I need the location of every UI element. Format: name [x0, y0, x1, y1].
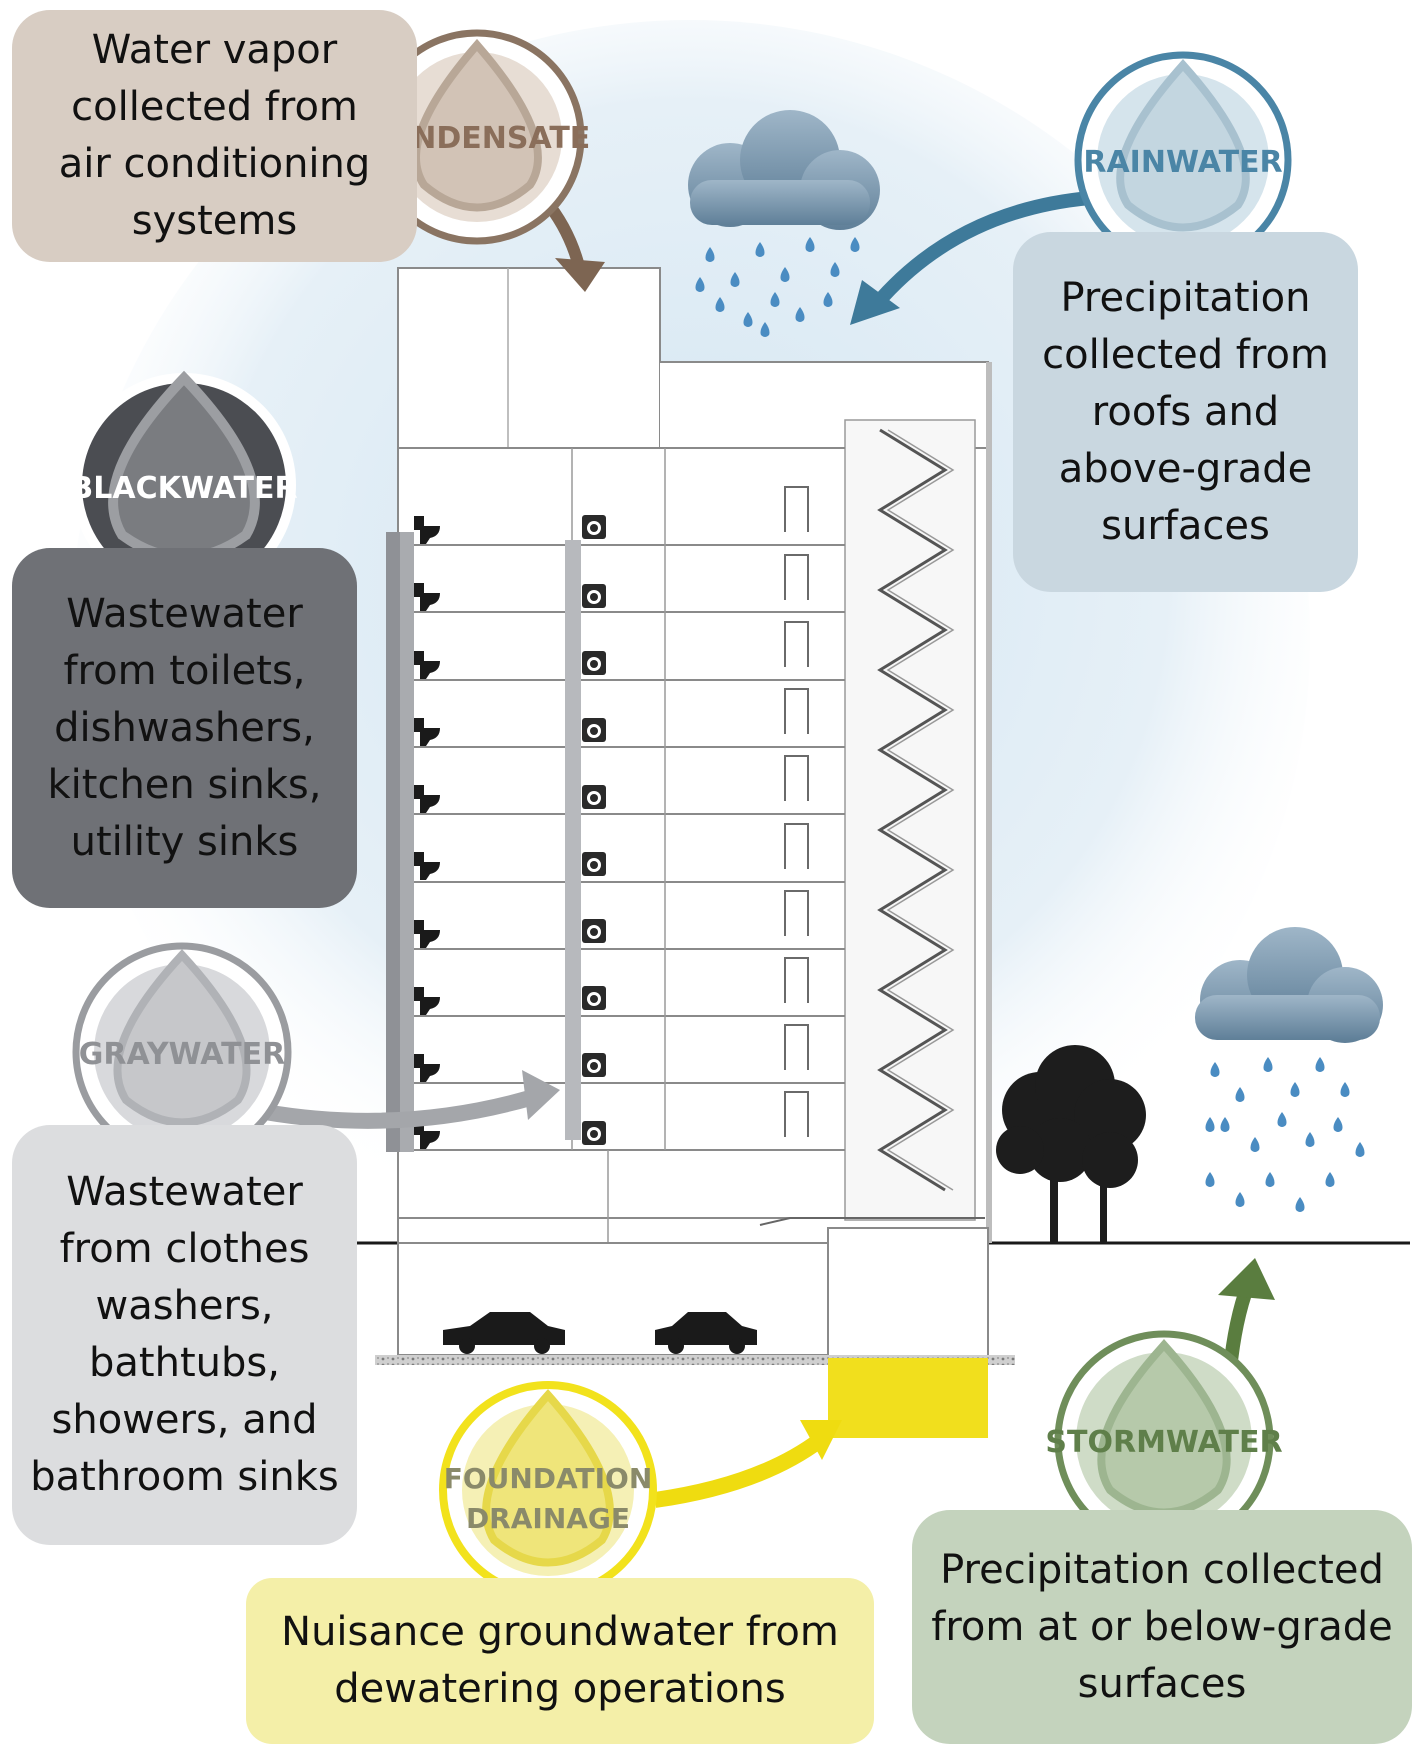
stormwater-description: Precipitation collected from at or below…	[931, 1546, 1393, 1707]
graywater-arrow	[263, 1070, 560, 1129]
foundation-drainage-badge-label-1: FOUNDATION	[444, 1462, 653, 1495]
stormwater-badge: STORMWATER	[1045, 1330, 1283, 1550]
rainwater-description: Precipitation collected from roofs and a…	[1042, 274, 1329, 549]
car-icon	[655, 1312, 757, 1354]
graywater-badge-label: GRAYWATER	[79, 1037, 285, 1072]
condensate-description: Water vapor collected from air condition…	[58, 27, 371, 244]
blackwater-badge-label: BLACKWATER	[70, 471, 297, 506]
rainwater-badge-label: RAINWATER	[1083, 145, 1282, 180]
graywater-description: Wastewater from clothes washers, bathtub…	[30, 1169, 339, 1500]
blackwater-description: Wastewater from toilets, dishwashers, ki…	[47, 590, 322, 865]
rainwater-badge: RAINWATER	[1074, 51, 1292, 269]
car-icon	[443, 1312, 565, 1354]
rainwater-arrow	[850, 191, 1091, 325]
stormwater-description-box: Precipitation collected from at or below…	[912, 1510, 1412, 1744]
foundation-drainage-description-box: Nuisance groundwater from dewatering ope…	[246, 1578, 874, 1744]
condensate-description-box: Water vapor collected from air condition…	[12, 10, 417, 262]
tree-icon	[996, 1045, 1146, 1243]
foundation-drainage-badge-label-2: DRAINAGE	[466, 1502, 630, 1535]
blackwater-description-box: Wastewater from toilets, dishwashers, ki…	[12, 548, 357, 908]
rainwater-description-box: Precipitation collected from roofs and a…	[1013, 232, 1358, 592]
graywater-badge: GRAYWATER	[72, 942, 292, 1162]
stormwater-badge-label: STORMWATER	[1045, 1425, 1282, 1460]
foundation-drainage-description: Nuisance groundwater from dewatering ope…	[281, 1609, 839, 1712]
rain-cloud-icon	[1195, 927, 1383, 1212]
foundation-drainage-badge: FOUNDATION DRAINAGE	[439, 1381, 657, 1599]
foundation-drainage-arrow	[653, 1420, 842, 1508]
graywater-description-box: Wastewater from clothes washers, bathtub…	[12, 1125, 357, 1545]
rain-cloud-icon	[688, 110, 880, 337]
building-section	[375, 267, 1015, 1438]
